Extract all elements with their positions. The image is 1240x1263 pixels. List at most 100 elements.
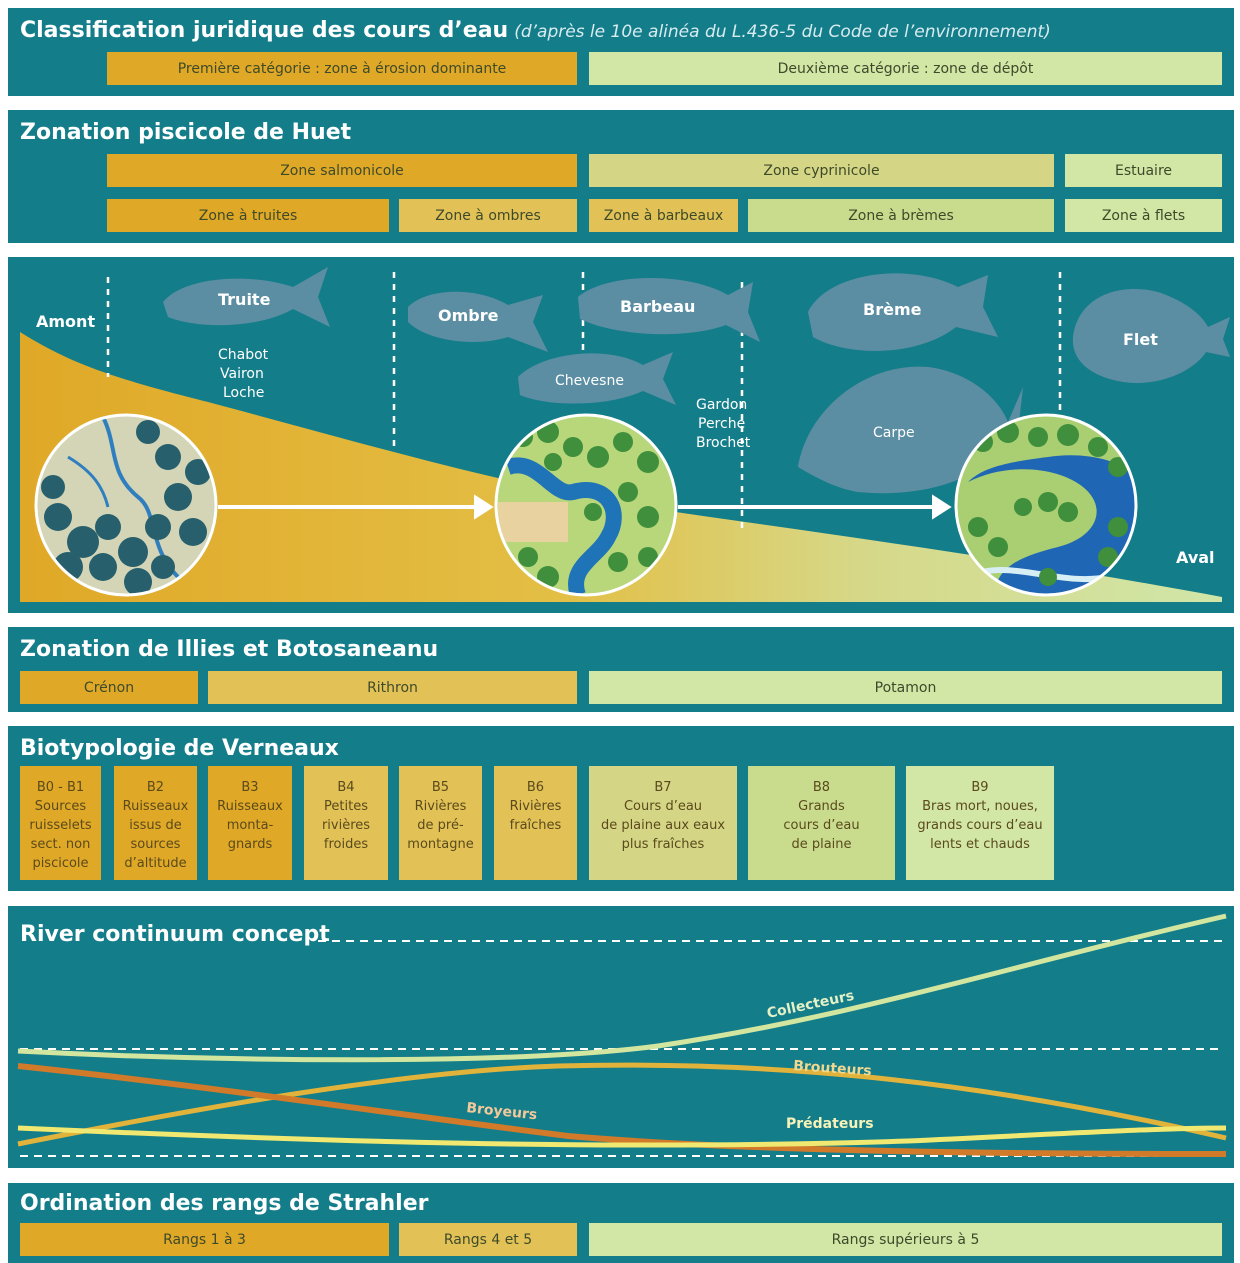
category-2-bar: Deuxième catégorie : zone de dépôt bbox=[589, 52, 1222, 85]
breme-fish-icon bbox=[808, 273, 998, 351]
crenon-bar: Crénon bbox=[20, 671, 198, 704]
verneaux-line: de pré- bbox=[417, 818, 464, 833]
river-profile-svg: Amont Aval Truite Ombre Barbeau Brème Fl… bbox=[20, 267, 1230, 602]
habitat-circle-2 bbox=[496, 415, 676, 595]
verneaux-line: B9 bbox=[971, 780, 989, 795]
verneaux-line: cours d’eau bbox=[783, 818, 860, 833]
illies-title: Zonation de Illies et Botosaneanu bbox=[20, 637, 439, 662]
verneaux-line: Ruisseaux bbox=[217, 799, 283, 814]
habitat-circle-3 bbox=[956, 415, 1136, 595]
collecteurs-curve bbox=[17, 913, 1227, 1063]
verneaux-b7: B7 Cours d’eau de plaine aux eaux plus f… bbox=[589, 766, 737, 880]
brouteurs-label: Brouteurs bbox=[793, 1058, 872, 1079]
verneaux-line: Cours d’eau bbox=[623, 799, 703, 814]
gardon-label: Gardon bbox=[696, 397, 747, 413]
illies-panel: Zonation de Illies et Botosaneanu Crénon… bbox=[8, 627, 1234, 712]
broyeurs-label: Broyeurs bbox=[466, 1100, 538, 1123]
verneaux-line: B7 bbox=[654, 780, 672, 795]
breme-label: Brème bbox=[863, 300, 922, 319]
zone-bremes-bar: Zone à brèmes bbox=[748, 199, 1054, 232]
chabot-label: Chabot bbox=[218, 347, 269, 363]
verneaux-line: fraîches bbox=[509, 818, 562, 833]
rangs-4-5-bar: Rangs 4 et 5 bbox=[399, 1223, 577, 1256]
broyeurs-curve bbox=[17, 1063, 1227, 1157]
zone-cyprinicole-bar: Zone cyprinicole bbox=[589, 154, 1054, 187]
verneaux-b5: B5 Rivières de pré- montagne bbox=[399, 766, 482, 880]
truite-label: Truite bbox=[218, 290, 271, 309]
verneaux-line: B2 bbox=[146, 780, 165, 795]
continuum-title: River continuum concept bbox=[20, 922, 330, 947]
aval-label: Aval bbox=[1176, 548, 1215, 567]
classification-panel: Classification juridique des cours d’eau… bbox=[8, 8, 1234, 96]
verneaux-line: B8 bbox=[812, 780, 831, 795]
verneaux-line: issus de bbox=[129, 818, 182, 833]
verneaux-line: monta- bbox=[226, 818, 274, 833]
verneaux-line: sect. non bbox=[30, 837, 91, 852]
habitat-circle-1 bbox=[36, 415, 216, 595]
verneaux-b2: B2 Ruisseaux issus de sources d’altitude bbox=[114, 766, 197, 880]
verneaux-line: Ruisseaux bbox=[122, 799, 189, 814]
estuaire-bar: Estuaire bbox=[1065, 154, 1222, 187]
brouteurs-curve bbox=[17, 1062, 1227, 1147]
huet-panel: Zonation piscicole de Huet Zone salmonic… bbox=[8, 110, 1234, 243]
barbeau-label: Barbeau bbox=[620, 297, 695, 316]
verneaux-line: B6 bbox=[526, 780, 545, 795]
verneaux-panel: Biotypologie de Verneaux B0 - B1 Sources… bbox=[8, 726, 1234, 891]
verneaux-line: B5 bbox=[431, 780, 450, 795]
verneaux-line: Sources bbox=[34, 799, 87, 814]
rithron-bar: Rithron bbox=[208, 671, 577, 704]
verneaux-b8: B8 Grands cours d’eau de plaine bbox=[748, 766, 895, 880]
verneaux-line: Bras mort, noues, bbox=[922, 799, 1038, 814]
verneaux-line: B4 bbox=[337, 780, 355, 795]
strahler-panel: Ordination des rangs de Strahler Rangs 1… bbox=[8, 1183, 1234, 1263]
strahler-title: Ordination des rangs de Strahler bbox=[20, 1191, 429, 1216]
verneaux-line: froides bbox=[323, 837, 369, 852]
zone-barbeaux-bar: Zone à barbeaux bbox=[589, 199, 738, 232]
zone-truites-bar: Zone à truites bbox=[107, 199, 389, 232]
verneaux-line: de plaine aux eaux bbox=[600, 818, 726, 833]
continuum-curves-svg: Collecteurs Brouteurs Broyeurs Prédateur… bbox=[17, 913, 1227, 1157]
chevesne-fish-icon bbox=[518, 352, 676, 405]
loche-label: Loche bbox=[223, 385, 264, 401]
huet-title: Zonation piscicole de Huet bbox=[20, 120, 352, 145]
verneaux-b6: B6 Rivières fraîches bbox=[494, 766, 577, 880]
predateurs-label: Prédateurs bbox=[786, 1116, 874, 1132]
verneaux-line: B3 bbox=[241, 780, 259, 795]
ombre-label: Ombre bbox=[438, 306, 499, 325]
verneaux-line: rivières bbox=[321, 818, 371, 833]
verneaux-line: montagne bbox=[407, 837, 474, 852]
verneaux-line: de plaine bbox=[791, 837, 852, 852]
classification-title: Classification juridique des cours d’eau… bbox=[20, 18, 1051, 43]
rangs-sup-5-bar: Rangs supérieurs à 5 bbox=[589, 1223, 1222, 1256]
continuum-panel: River continuum concept Collecteurs Brou… bbox=[8, 906, 1234, 1168]
verneaux-b9: B9 Bras mort, noues, grands cours d’eau … bbox=[906, 766, 1054, 880]
flet-label: Flet bbox=[1123, 330, 1158, 349]
verneaux-line: piscicole bbox=[32, 856, 89, 871]
flet-fish-icon bbox=[1072, 289, 1230, 383]
verneaux-line: plus fraîches bbox=[621, 837, 705, 852]
brochet-label: Brochet bbox=[696, 435, 751, 451]
truite-fish-icon bbox=[163, 267, 330, 327]
verneaux-line: Grands bbox=[798, 799, 845, 814]
continuum-dashed-guides bbox=[20, 940, 1222, 1157]
verneaux-line: Rivières bbox=[509, 799, 562, 814]
verneaux-b3: B3 Ruisseaux monta- gnards bbox=[208, 766, 292, 880]
perche-label: Perche bbox=[698, 416, 745, 432]
ombre-fish-icon bbox=[408, 291, 548, 352]
flow-arrows bbox=[218, 494, 952, 520]
verneaux-line: Rivières bbox=[414, 799, 467, 814]
category-1-bar: Première catégorie : zone à érosion domi… bbox=[107, 52, 577, 85]
classification-subtitle: (d’après le 10e alinéa du L.436-5 du Cod… bbox=[514, 22, 1051, 42]
predateurs-curve bbox=[17, 1125, 1227, 1148]
fish-silhouettes bbox=[163, 267, 1230, 494]
potamon-bar: Potamon bbox=[589, 671, 1222, 704]
barbeau-fish-icon bbox=[578, 277, 760, 342]
rangs-1-3-bar: Rangs 1 à 3 bbox=[20, 1223, 389, 1256]
zone-ombres-bar: Zone à ombres bbox=[399, 199, 577, 232]
vairon-label: Vairon bbox=[220, 366, 264, 382]
chevesne-label: Chevesne bbox=[555, 373, 624, 389]
verneaux-line: gnards bbox=[227, 837, 273, 852]
verneaux-line: B0 - B1 bbox=[36, 780, 85, 795]
verneaux-line: grands cours d’eau bbox=[917, 818, 1043, 833]
verneaux-line: lents et chauds bbox=[930, 837, 1030, 852]
